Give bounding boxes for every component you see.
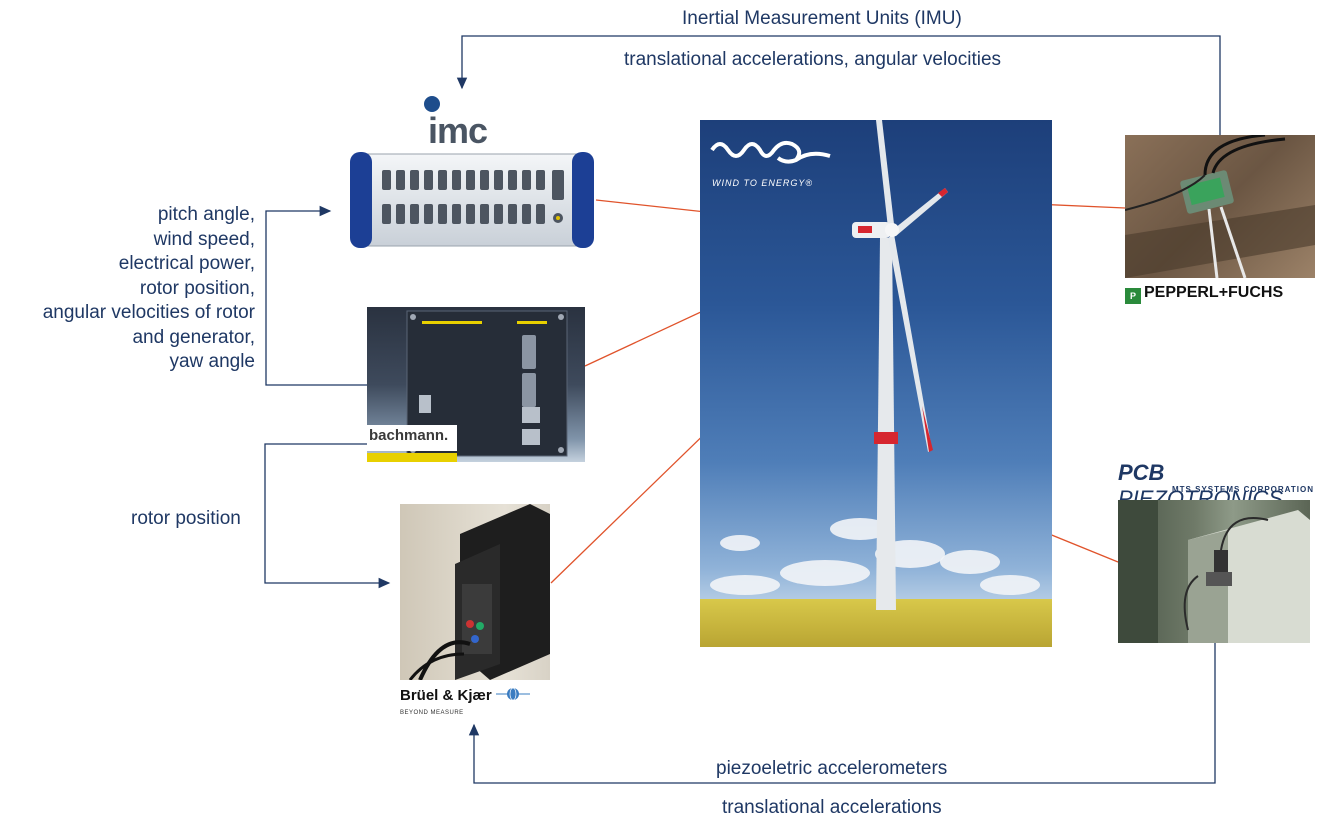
imu-connector — [456, 35, 1221, 135]
rotor-position-label: rotor position — [131, 508, 241, 529]
imc-device-image — [350, 152, 594, 248]
piezo-subtitle: translational accelerations — [722, 797, 942, 818]
imu-title: Inertial Measurement Units (IMU) — [682, 8, 962, 29]
bachmann-controller-image: bachmann. — [367, 307, 585, 462]
pepperl-fuchs-name: PEPPERL+FUCHS — [1144, 284, 1284, 301]
imc-logo-dot — [424, 96, 440, 112]
bruel-kjaer-name: Brüel & Kjær — [400, 687, 492, 704]
signal-item: electrical power, — [118, 253, 255, 274]
pcb-logo-bold: PCB — [1118, 460, 1165, 485]
pcb-subtitle: MTS SYSTEMS CORPORATION — [1172, 485, 1314, 494]
signal-item: rotor position, — [139, 277, 255, 299]
bachmann-signals-list: pitch angle, wind speed, electrical powe… — [43, 203, 255, 375]
bruel-kjaer-logo: Brüel & Kjær — [400, 687, 530, 704]
signal-item: and generator, — [132, 326, 255, 348]
signal-item: pitch angle, — [157, 204, 255, 225]
imu-subtitle: translational accelerations, angular vel… — [624, 49, 1002, 70]
w2e-tagline: WIND TO ENERGY® — [712, 178, 813, 188]
signal-item: yaw angle — [169, 351, 255, 372]
pcb-accelerometer-photo — [1118, 500, 1310, 643]
bachmann-logo: bachmann. — [369, 427, 449, 444]
pepperl-fuchs-sensor-photo — [1125, 135, 1315, 278]
signal-item: angular velocities of rotor — [42, 302, 255, 323]
piezo-connector — [468, 643, 1216, 784]
pepperl-fuchs-icon: P — [1125, 288, 1141, 304]
signal-item: wind speed, — [153, 228, 255, 250]
bachmann-imc-connector — [265, 205, 367, 386]
imc-logo: imc — [428, 110, 488, 151]
bk-globe-icon — [495, 687, 530, 701]
rotor-position-connector — [264, 443, 391, 589]
bruel-kjaer-tagline: BEYOND MEASURE — [400, 710, 464, 716]
wind-turbine-photo: WIND TO ENERGY® — [700, 120, 1052, 647]
piezo-title: piezoeletric accelerometers — [716, 758, 948, 779]
bruel-kjaer-device-image — [400, 504, 550, 680]
